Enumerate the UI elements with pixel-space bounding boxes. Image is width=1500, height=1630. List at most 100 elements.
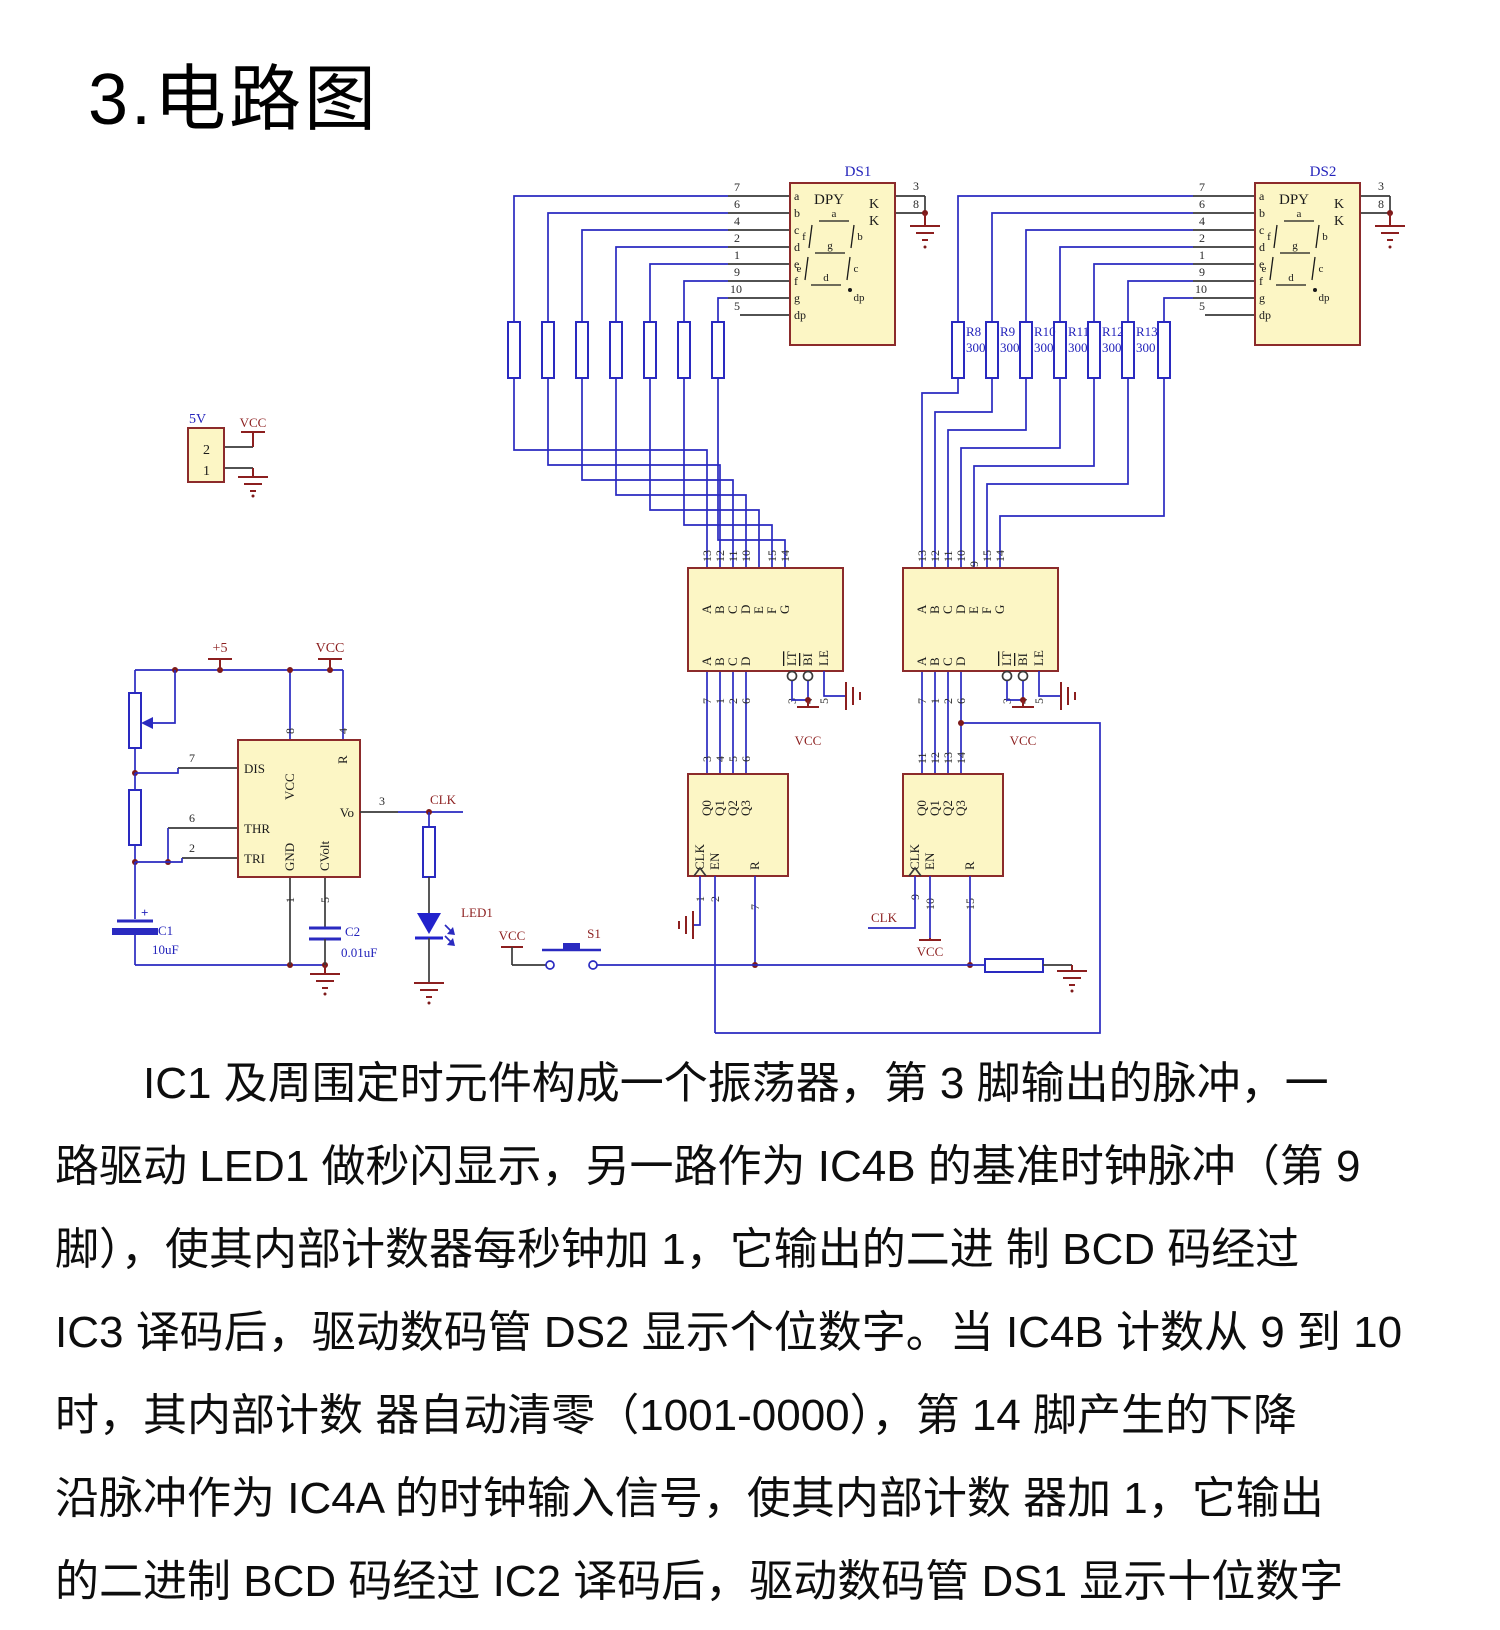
pin-label: c: [1259, 223, 1264, 237]
potentiometer: [128, 692, 142, 749]
counter-body: [687, 773, 789, 877]
pin-name: LT: [999, 651, 1014, 666]
pin-label: b: [794, 206, 800, 220]
vcc-label: VCC: [795, 733, 822, 748]
segment-label: b: [857, 231, 863, 243]
ds2-display: DS2 DPY K K a b c d e f g dp 7 6 4 2 1 9…: [1193, 164, 1405, 346]
pin-number: 9: [1199, 265, 1205, 279]
switch-s1-rail: VCC S1: [499, 926, 1087, 993]
description-paragraph: IC1 及周围定时元件构成一个振荡器，第 3 脚输出的脉冲，一 路驱动 LED1…: [55, 1042, 1455, 1623]
pin-name: DIS: [244, 761, 265, 776]
pin-number: 6: [739, 698, 753, 704]
segment-label: c: [1319, 263, 1324, 275]
resistor-value: 300: [1000, 340, 1020, 355]
reset-resistor: [984, 958, 1044, 973]
c1-ref-label: C1: [158, 923, 173, 938]
pin-name: Q3: [738, 800, 753, 816]
gnd-symbol: [1375, 210, 1405, 249]
right-staircase-wires: [921, 378, 1165, 568]
pin-name: Q0: [699, 800, 714, 816]
pin-name: BI: [800, 653, 815, 666]
ds1-segment-wires: [513, 195, 728, 322]
decoder-body: [902, 567, 1059, 672]
ds1-k-label: K: [869, 197, 879, 212]
left-staircase-wires: [513, 378, 786, 568]
vcc-label: VCC: [917, 944, 944, 959]
pin-label: g: [794, 291, 800, 305]
segment-label: g: [1292, 240, 1298, 252]
pin-number: 14: [954, 752, 968, 764]
vcc-label: VCC: [1010, 733, 1037, 748]
pin-number: 14: [778, 550, 792, 562]
pin-label: g: [1259, 291, 1265, 305]
pin-number: 12: [713, 550, 727, 562]
pin-label: b: [1259, 206, 1265, 220]
pin-name: B: [712, 657, 727, 666]
pin-number: 3: [1000, 698, 1014, 704]
pin-name: G: [992, 605, 1007, 614]
pin-number: 8: [283, 728, 297, 734]
counter-right: 11 12 13 14 Q0 Q1 Q2 Q3 CLK EN R 9 10 15…: [868, 752, 1004, 968]
pin-number: 9: [967, 561, 981, 567]
paragraph-line: IC3 译码后，驱动数码管 DS2 显示个位数字。当 IC4B 计数从 9 到 …: [55, 1308, 1403, 1357]
pin-number: 6: [189, 811, 195, 825]
pin-name: R: [335, 755, 350, 764]
seven-segment-sketch: a f b g e c d dp: [1262, 208, 1330, 304]
c2-value-label: 0.01uF: [341, 945, 377, 960]
pin-label: f: [794, 274, 798, 288]
ds1-type-label: DPY: [814, 192, 844, 208]
pin-name: F: [764, 607, 779, 614]
pin-name: A: [914, 656, 929, 666]
c2-ref-label: C2: [345, 924, 360, 939]
paragraph-line: 脚），使其内部计数器每秒钟加 1，它输出的二进 制 BCD 码经过: [55, 1225, 1300, 1274]
pin-number: 5: [1199, 299, 1205, 313]
segment-label: a: [832, 208, 837, 220]
pin-number: 5: [1032, 698, 1046, 704]
pin-name: C: [940, 657, 955, 666]
pin-name: G: [777, 605, 792, 614]
pin-name: Vo: [340, 805, 354, 820]
pin-name: THR: [244, 821, 270, 836]
pin-number: 11: [726, 550, 740, 562]
pin-name: LE: [1031, 650, 1046, 666]
pin-name: TRI: [244, 851, 265, 866]
pin-number: 3: [1378, 179, 1384, 193]
pin-number: 5: [726, 756, 740, 762]
clock-edge-icon: [693, 866, 707, 877]
pin-number: 2: [203, 443, 210, 458]
timer-555: +5 VCC: [112, 641, 463, 996]
led-resistor: [422, 826, 436, 878]
resistor-ref: R12: [1102, 324, 1124, 339]
resistor-value: 300: [1068, 340, 1088, 355]
switch-button[interactable]: [563, 943, 580, 951]
counter-left: 3 4 5 6 Q0 Q1 Q2 Q3 CLK EN R 1 2 7: [678, 756, 789, 1033]
pin-number: 3: [913, 179, 919, 193]
gnd-symbol: [1057, 965, 1087, 993]
resistor-ref: R13: [1136, 324, 1158, 339]
pin-number: 6: [739, 756, 753, 762]
ds2-type-label: DPY: [1279, 192, 1309, 208]
pin-name: VCC: [282, 773, 297, 800]
vcc-label: VCC: [499, 928, 526, 943]
segment-label: a: [1297, 208, 1302, 220]
pin-number: 13: [915, 550, 929, 562]
pin-number: 1: [713, 698, 727, 704]
pin-number: 7: [700, 698, 714, 704]
resistor-ref: R11: [1068, 324, 1089, 339]
right-resistor-bank: R8 300 R9 300 R10 300 R11 300 R12 300 R1…: [951, 321, 1171, 379]
pin-number: 7: [1199, 180, 1205, 194]
pin-number: 11: [915, 752, 929, 764]
pin-name: EN: [922, 852, 937, 870]
ds2-k-label: K: [1334, 214, 1344, 229]
pin-number: 7: [189, 751, 195, 765]
pin-number: 2: [189, 841, 195, 855]
segment-label: dp: [854, 292, 866, 304]
pin-number: 4: [1199, 214, 1205, 228]
paragraph-line: 时，其内部计数 器自动清零（1001-0000），第 14 脚产生的下降: [55, 1391, 1298, 1440]
pin-name: LT: [784, 651, 799, 666]
vcc-label: VCC: [316, 641, 345, 656]
pin-label: c: [794, 223, 799, 237]
timing-resistor: [128, 789, 142, 846]
plus5-label: +5: [213, 641, 228, 656]
led-branch: LED1: [414, 812, 493, 1005]
